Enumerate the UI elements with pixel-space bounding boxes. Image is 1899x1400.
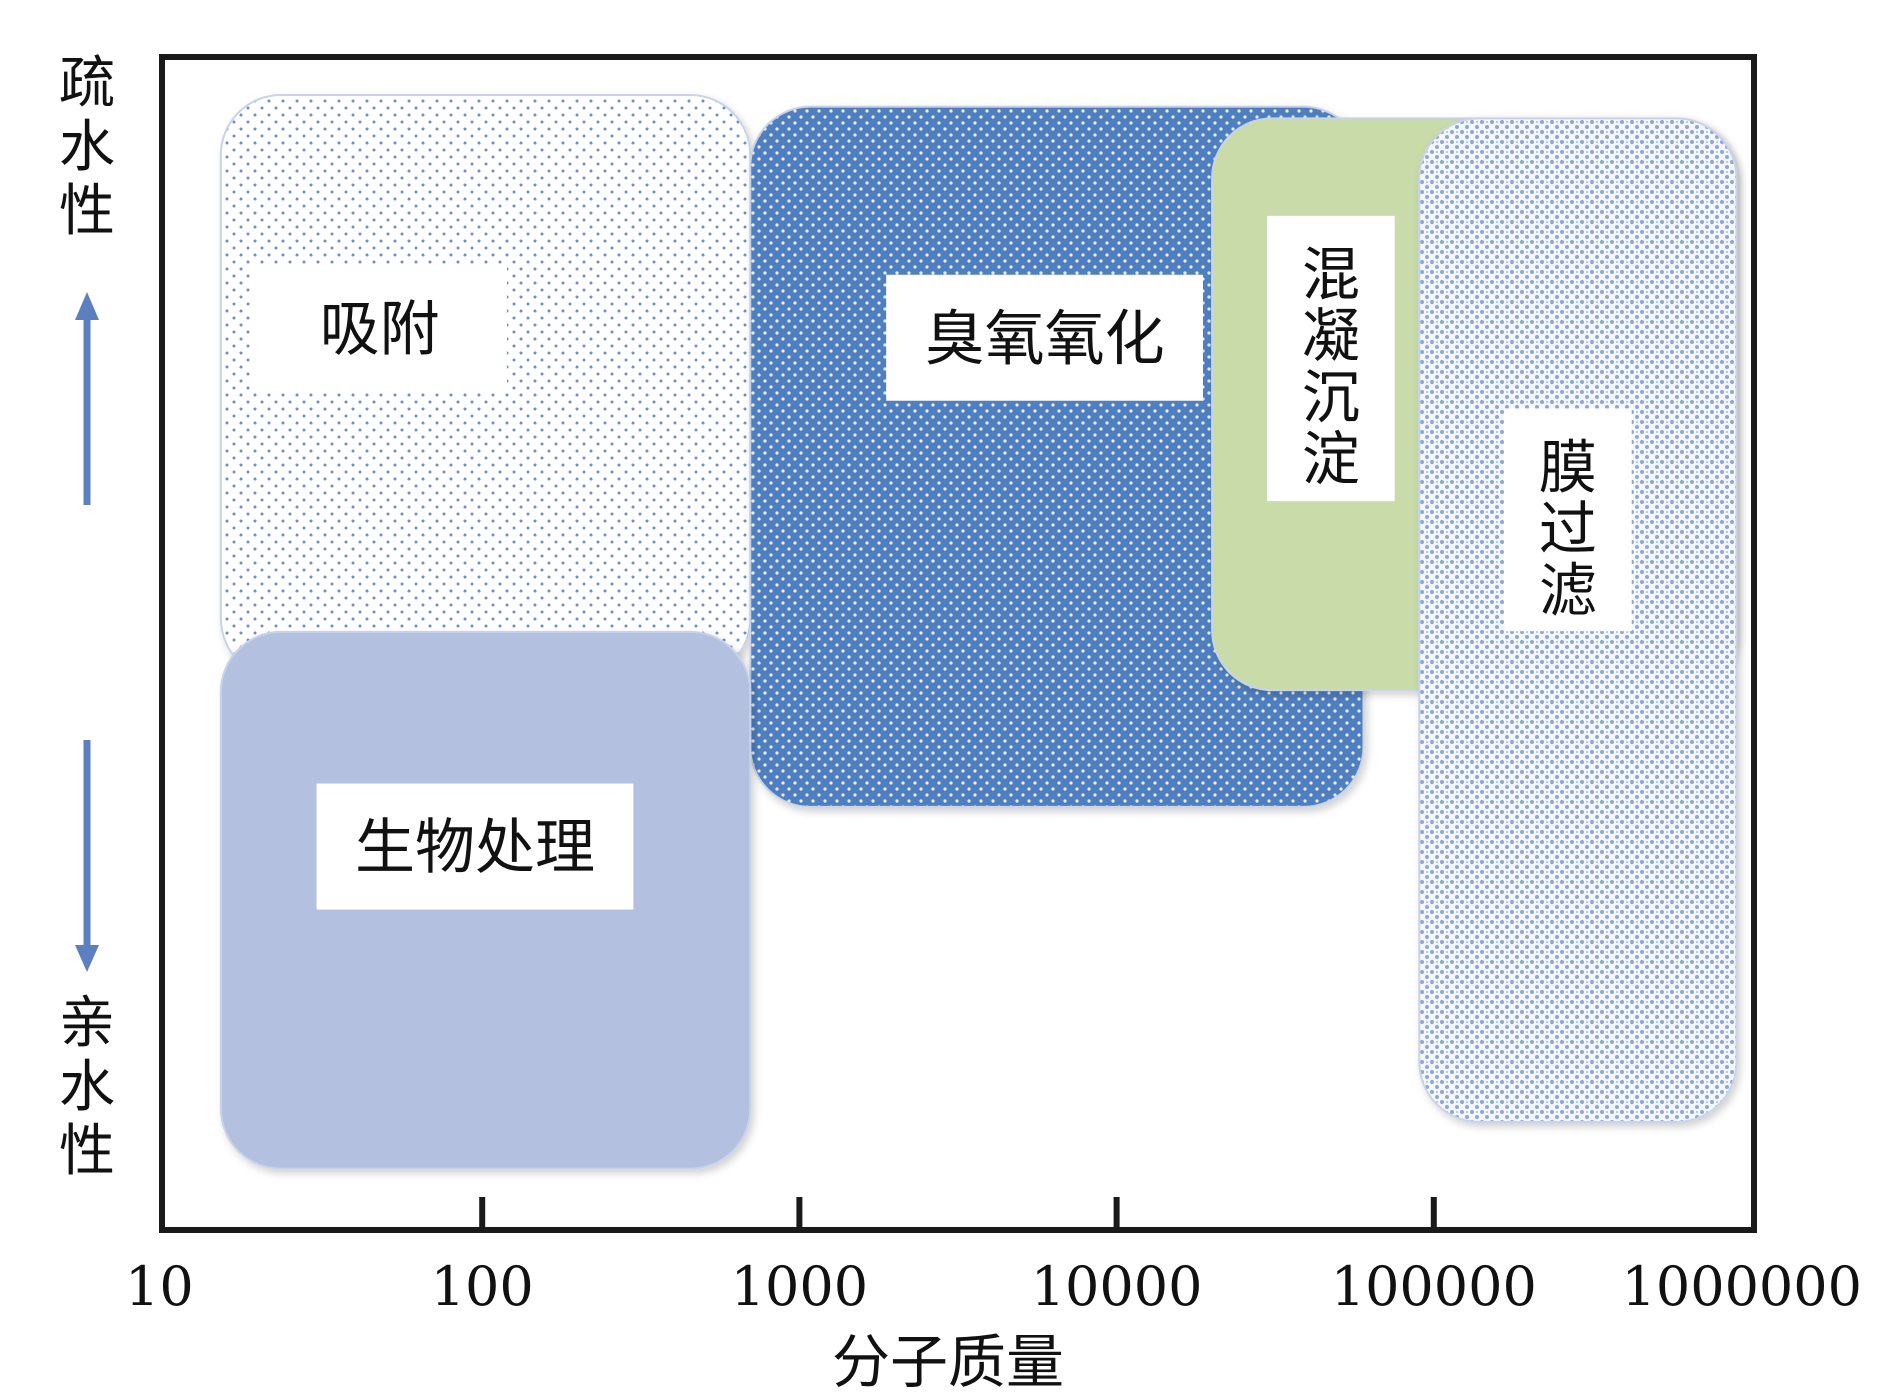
down-arrow-icon	[75, 740, 99, 972]
region-coagulation-label-box	[1267, 215, 1395, 502]
region-adsorption-label-box	[252, 265, 507, 392]
region-ozone-label-box	[886, 274, 1203, 401]
x-tick-label-4: 100000	[1331, 1255, 1537, 1318]
regions-layer: 吸附 臭氧氧化 混凝沉淀膜过滤生物处理	[219, 94, 1738, 1170]
svg-text:亲水性: 亲水性	[59, 991, 115, 1184]
region-bio: 生物处理	[219, 630, 752, 1170]
x-tick-label-5: 1000000	[1622, 1255, 1863, 1318]
x-tick-marks	[479, 1197, 1437, 1230]
x-tick-label-0: 10	[125, 1255, 194, 1318]
region-membrane-label: 膜过滤	[1539, 433, 1597, 624]
plot-frame	[159, 54, 1757, 1233]
x-tick-label-2: 1000	[731, 1255, 868, 1318]
x-axis-label: 分子质量	[832, 1328, 1064, 1396]
region-adsorption-label: 吸附	[320, 295, 440, 365]
x-tick-label-3: 10000	[1031, 1255, 1203, 1318]
region-membrane-label-box	[1504, 408, 1632, 632]
region-coagulation-label: 混凝沉淀	[1302, 241, 1360, 493]
region-membrane: 膜过滤	[1418, 117, 1738, 1123]
y-axis-top-label: 疏水性	[59, 51, 115, 244]
y-axis-bottom-label: 亲水性	[59, 991, 115, 1184]
region-adsorption: 吸附	[219, 94, 752, 680]
region-ozone-label: 臭氧氧化	[925, 304, 1165, 374]
svg-text:疏水性: 疏水性	[59, 51, 115, 244]
region-bio-label: 生物处理	[355, 813, 595, 883]
x-tick-label-1: 100	[431, 1255, 534, 1318]
region-bio-label-box	[316, 783, 634, 910]
region-ozone: 臭氧氧化	[749, 105, 1365, 808]
up-arrow-icon	[75, 292, 99, 505]
x-tick-labels: 10 100 1000 10000 100000 1000000	[125, 1255, 1862, 1318]
